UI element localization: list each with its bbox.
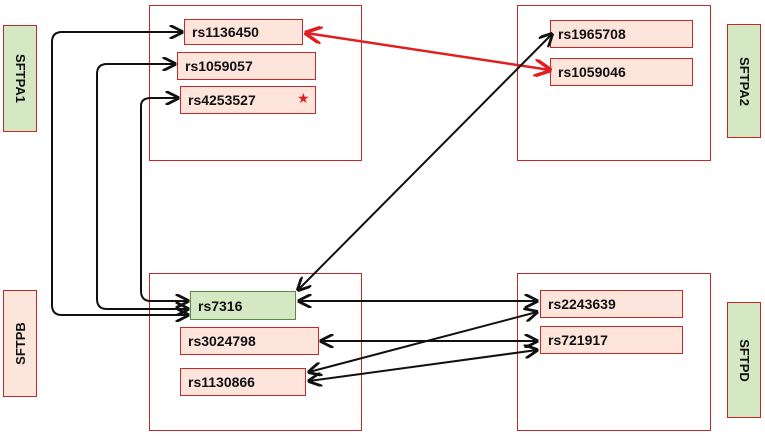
- snp-rs4253527: rs4253527: [180, 86, 316, 114]
- link-rs7316-rs1059057: [96, 64, 188, 309]
- link-rs1130866-rs721917: [309, 350, 537, 381]
- snp-rs2243639-label: rs2243639: [548, 296, 616, 312]
- snp-rs721917-label: rs721917: [548, 332, 608, 348]
- snp-rs1965708: rs1965708: [550, 20, 693, 48]
- link-rs1136450-rs1059046: [306, 33, 550, 70]
- link-rs7316-rs1965708: [298, 34, 552, 290]
- snp-rs1136450-label: rs1136450: [192, 24, 259, 40]
- snp-rs1130866: rs1130866: [180, 368, 306, 396]
- gene-label-sftpd: SFTPD: [727, 302, 761, 418]
- gene-label-sftpa2: SFTPA2: [727, 24, 761, 138]
- gene-label-sftpa1: SFTPA1: [3, 25, 37, 132]
- snp-rs2243639: rs2243639: [540, 290, 683, 318]
- snp-rs1059046: rs1059046: [550, 58, 693, 86]
- snp-rs7316: rs7316: [190, 291, 296, 320]
- link-rs7316-rs4253527: [140, 98, 188, 301]
- snp-rs7316-label: rs7316: [198, 297, 243, 314]
- snp-rs3024798-label: rs3024798: [188, 333, 256, 349]
- snp-rs4253527-label: rs4253527: [188, 92, 256, 108]
- snp-rs1130866-label: rs1130866: [188, 374, 255, 390]
- gene-label-sftpb: SFTPB: [3, 290, 37, 397]
- snp-rs1059046-label: rs1059046: [558, 64, 626, 80]
- snp-rs1965708-label: rs1965708: [558, 26, 626, 42]
- snp-rs1059057-label: rs1059057: [185, 58, 253, 74]
- link-rs7316-rs1136450: [51, 32, 188, 315]
- snp-rs3024798: rs3024798: [180, 327, 319, 355]
- snp-rs721917: rs721917: [540, 326, 683, 354]
